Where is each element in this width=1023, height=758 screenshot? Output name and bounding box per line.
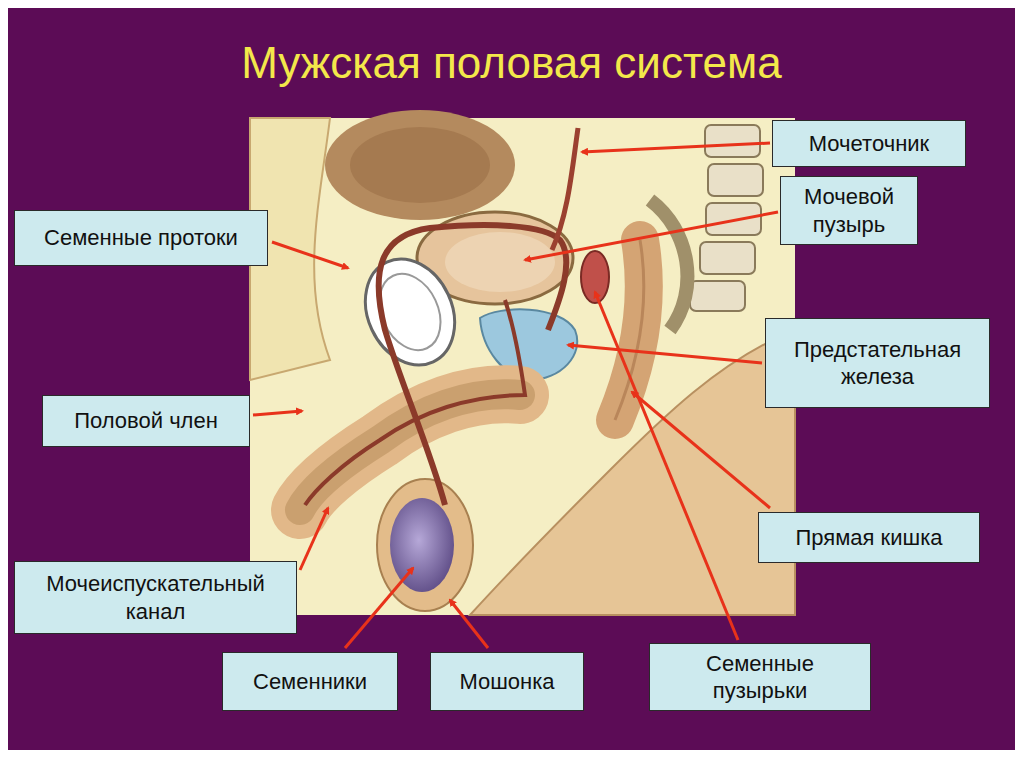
label-text: Мочеиспускательный канал: [25, 570, 286, 625]
rectum-label: Прямая кишка: [758, 512, 980, 563]
prostate-label: Предстательная железа: [765, 318, 990, 408]
urethra-label: Мочеиспускательный канал: [14, 561, 297, 634]
ureter-label: Мочеточник: [772, 120, 966, 167]
label-text: Семенные протоки: [44, 224, 238, 252]
label-text: Половой член: [74, 407, 218, 435]
label-text: Семенные пузырьки: [660, 650, 860, 705]
label-text: Мочевой пузырь: [791, 183, 907, 238]
scrotum-label: Мошонка: [430, 652, 584, 711]
label-text: Семенники: [253, 668, 367, 696]
bladder-label: Мочевой пузырь: [780, 176, 918, 245]
testes-label: Семенники: [222, 652, 398, 711]
seminal-vesicles-label: Семенные пузырьки: [649, 643, 871, 711]
label-text: Мочеточник: [809, 130, 929, 158]
title: Мужская половая система: [0, 38, 1023, 88]
label-text: Мошонка: [459, 668, 554, 696]
label-text: Прямая кишка: [795, 524, 942, 552]
penis-label: Половой член: [42, 395, 250, 447]
vas-deferens-label: Семенные протоки: [14, 210, 268, 266]
label-text: Предстательная железа: [776, 336, 979, 391]
